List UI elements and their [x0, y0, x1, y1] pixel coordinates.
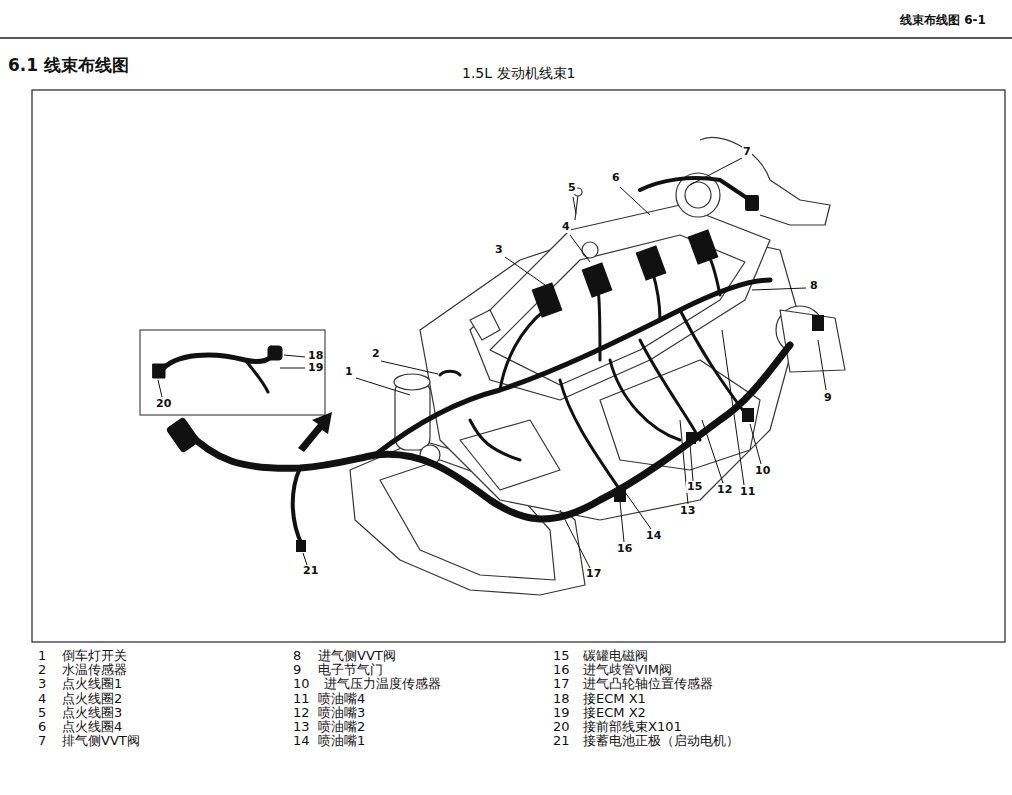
legend-number: 5: [38, 706, 46, 720]
callout-number: 20: [155, 398, 172, 410]
part-name: 接ECM X2: [583, 706, 646, 720]
callout-number: 3: [494, 244, 504, 256]
part-name: 进气侧VVT阀: [318, 649, 396, 663]
part-name: 喷油嘴1: [318, 734, 365, 748]
part-name: 倒车灯开关: [62, 649, 127, 663]
part-name: 电子节气门: [318, 663, 383, 677]
callout-number: 21: [302, 565, 319, 577]
callout-number: 12: [716, 484, 733, 496]
figure-frame: [32, 90, 1005, 642]
part-name: 接蓄电池正极（启动电机）: [583, 734, 739, 748]
callout-number: 11: [739, 486, 756, 498]
part-name: 进气歧管VIM阀: [583, 663, 672, 677]
legend-number: 13: [293, 720, 310, 734]
part-name: 喷油嘴2: [318, 720, 365, 734]
legend-number: 14: [293, 734, 310, 748]
part-name: 碳罐电磁阀: [583, 649, 648, 663]
legend-number: 7: [38, 734, 46, 748]
callout-number: 19: [307, 362, 324, 374]
wire-harness: [185, 178, 790, 545]
leader-lines: [158, 158, 826, 568]
legend-number: 21: [553, 734, 570, 748]
view-arrow: [298, 412, 332, 452]
callout-number: 6: [611, 172, 621, 184]
legend-number: 4: [38, 692, 46, 706]
part-name: 进气压力温度传感器: [324, 677, 441, 691]
legend-number: 11: [293, 692, 310, 706]
callout-number: 5: [567, 182, 577, 194]
inset-frame: [140, 330, 325, 415]
callout-number: 17: [585, 568, 602, 580]
legend-number: 8: [293, 649, 301, 663]
legend-number: 17: [553, 677, 570, 691]
legend-number: 16: [553, 663, 570, 677]
part-name: 水温传感器: [62, 663, 127, 677]
part-name: 排气侧VVT阀: [62, 734, 140, 748]
legend-number: 18: [553, 692, 570, 706]
header-text: 线束布线图 6-1: [900, 14, 986, 27]
callout-number: 14: [645, 530, 662, 542]
callout-number: 7: [742, 146, 752, 158]
legend-number: 19: [553, 706, 570, 720]
harness-connectors: [165, 195, 824, 552]
callout-number: 15: [686, 481, 703, 493]
callout-number: 8: [809, 280, 819, 292]
part-name: 点火线圈4: [62, 720, 122, 734]
part-name: 接ECM X1: [583, 692, 646, 706]
part-name: 点火线圈1: [62, 677, 122, 691]
callout-number: 1: [344, 366, 354, 378]
callout-number: 2: [371, 348, 381, 360]
legend-number: 2: [38, 663, 46, 677]
callout-number: 13: [679, 505, 696, 517]
callout-number: 18: [307, 350, 324, 362]
part-name: 接前部线束X101: [583, 720, 682, 734]
part-name: 点火线圈3: [62, 706, 122, 720]
part-name: 进气凸轮轴位置传感器: [583, 677, 713, 691]
callout-number: 10: [754, 465, 771, 477]
legend-number: 12: [293, 706, 310, 720]
legend-number: 3: [38, 677, 46, 691]
header-rule: [0, 37, 1012, 39]
callout-number: 4: [561, 221, 571, 233]
part-name: 喷油嘴3: [318, 706, 365, 720]
callout-number: 9: [823, 392, 833, 404]
figure-subtitle: 1.5L 发动机线束1: [462, 66, 575, 81]
legend-number: 6: [38, 720, 46, 734]
legend-number: 1: [38, 649, 46, 663]
part-name: 喷油嘴4: [318, 692, 365, 706]
part-name: 点火线圈2: [62, 692, 122, 706]
legend-number: 9: [293, 663, 301, 677]
legend-number: 20: [553, 720, 570, 734]
legend-number: 10: [293, 677, 310, 691]
inset-harness: [153, 346, 282, 392]
legend-number: 15: [553, 649, 570, 663]
page-title: 6.1 线束布线图: [8, 56, 129, 75]
callout-number: 16: [616, 543, 633, 555]
